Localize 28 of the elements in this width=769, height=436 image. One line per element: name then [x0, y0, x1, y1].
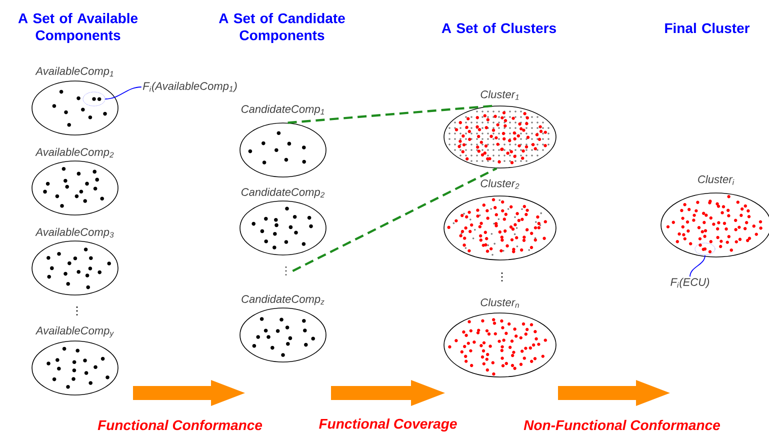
leader-line — [104, 86, 142, 100]
column-heading: Final Cluster — [665, 22, 750, 34]
set-label: Cluster$_{2}$ — [480, 179, 520, 189]
set-label: Cluster$_{1}$ — [480, 90, 519, 100]
function-label: F$_{i}$(AvailableComp$_{1}$) — [142, 82, 237, 92]
step-label: Non-Functional Conformance — [524, 420, 720, 430]
set-label: CandidateComp$_{1}$ — [241, 104, 324, 116]
vertical-ellipsis: ⋮ — [76, 306, 78, 316]
set-label: AvailableComp$_{y}$ — [35, 326, 114, 338]
set-label: AvailableComp$_{1}$ — [35, 66, 114, 78]
highlight-circle — [694, 242, 716, 256]
column-heading: A Set of Clusters — [442, 22, 556, 34]
column-heading: A Set of Available Components — [18, 12, 138, 44]
highlight-circle — [82, 92, 106, 106]
function-label: F$_{i}$(ECU) — [670, 278, 710, 288]
set-label: Cluster$_{i}$ — [698, 175, 734, 185]
step-label: Functional Coverage — [319, 418, 457, 432]
set-label: AvailableComp$_{3}$ — [35, 228, 114, 238]
set-label: CandidateComp$_{z}$ — [242, 294, 324, 306]
step-label: Functional Conformance — [98, 420, 262, 430]
dashed-connector — [292, 167, 498, 272]
vertical-ellipsis: ⋮ — [285, 266, 287, 276]
set-label: Cluster$_{n}$ — [480, 298, 519, 308]
set-label: AvailableComp$_{2}$ — [35, 148, 114, 158]
column-heading: A Set of Candidate Components — [218, 12, 345, 44]
dashed-connector — [288, 104, 494, 124]
set-label: CandidateComp$_{2}$ — [241, 188, 325, 198]
vertical-ellipsis: ⋮ — [501, 272, 503, 282]
